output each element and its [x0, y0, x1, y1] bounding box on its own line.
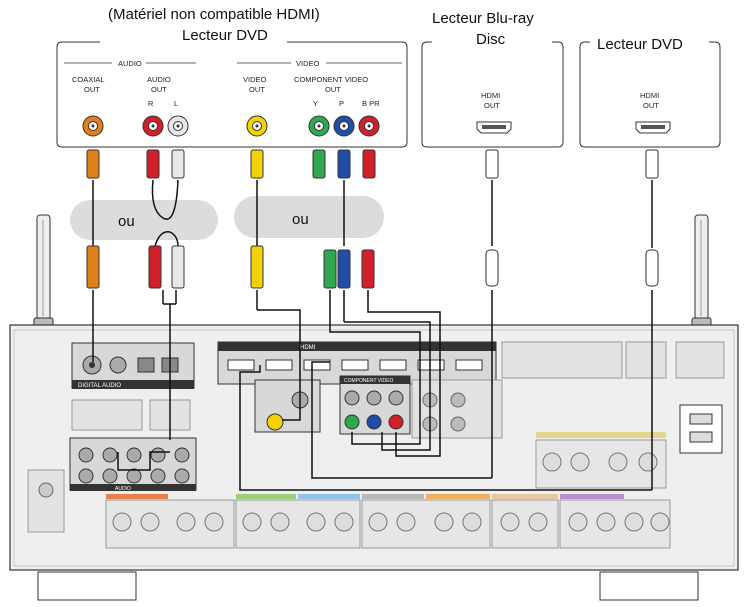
component-video-label: COMPONENT VIDEO: [344, 378, 393, 384]
comp-pr-jack: [358, 115, 380, 137]
video-out-label-2: OUT: [249, 85, 265, 94]
dvd-non-hdmi-title: (Matériel non compatible HDMI): [108, 6, 320, 23]
plugs-top: [86, 149, 659, 179]
component-out-label: OUT: [325, 85, 341, 94]
audio-out-label: AUDIO: [147, 75, 171, 84]
video-out-jack: [246, 115, 268, 137]
component-label: COMPONENT VIDEO: [294, 75, 368, 84]
coaxial-jack: [82, 115, 104, 137]
dvd-hdmi-out-label: OUT: [643, 101, 659, 110]
dvd-non-hdmi-subtitle: Lecteur DVD: [182, 27, 268, 44]
digital-audio-panel: DIGITAL AUDIO: [71, 342, 195, 389]
audio-input-panel: AUDIO: [69, 437, 197, 492]
or-bubble-audio: [70, 200, 218, 240]
dvd-non-hdmi-box: AUDIO VIDEO COAXIAL OUT AUDIO OUT R L VI…: [56, 41, 408, 148]
dvd-hdmi-label: HDMI: [640, 91, 659, 100]
comp-pr-label: B PR: [362, 99, 380, 108]
bluray-hdmi-out-label: OUT: [484, 101, 500, 110]
bluray-box: HDMI OUT: [421, 41, 564, 148]
or-label-video: ou: [292, 211, 309, 228]
plugs-bottom: [86, 245, 659, 289]
comp-pb-jack: [333, 115, 355, 137]
audio-group-label: AUDIO: [118, 59, 142, 68]
digital-audio-label: DIGITAL AUDIO: [78, 383, 121, 389]
bluray-hdmi-port: [476, 121, 512, 134]
audio-out-label-2: OUT: [151, 85, 167, 94]
dvd-hdmi-box: HDMI OUT: [579, 41, 721, 148]
bluray-subtitle: Disc: [476, 31, 506, 48]
cables: [92, 179, 653, 491]
speaker-terminals: [105, 439, 671, 549]
video-group-label: VIDEO: [296, 59, 320, 68]
audio-section-label: AUDIO: [115, 486, 131, 492]
audio-l-jack: [167, 115, 189, 137]
or-bubble-video: [234, 196, 384, 238]
coaxial-label: COAXIAL: [72, 75, 105, 84]
power-inlet: [679, 404, 723, 454]
video-out-label: VIDEO: [243, 75, 267, 84]
audio-r-jack: [142, 115, 164, 137]
audio-l-label: L: [174, 99, 178, 108]
comp-pb-label: P: [339, 99, 344, 108]
bluray-title: Lecteur Blu-ray: [432, 10, 534, 27]
or-label-audio: ou: [118, 213, 135, 230]
hdmi-panel-label: HDMI: [300, 345, 316, 351]
coaxial-out-label: OUT: [84, 85, 100, 94]
bluray-hdmi-label: HDMI: [481, 91, 500, 100]
comp-y-label: Y: [313, 99, 318, 108]
audio-r-label: R: [148, 99, 154, 108]
av-receiver: DIGITAL AUDIO HDMI COMPONENT VIDEO: [9, 324, 739, 601]
dvd-hdmi-port: [635, 121, 671, 134]
comp-y-jack: [308, 115, 330, 137]
dvd-hdmi-title: Lecteur DVD: [597, 36, 683, 53]
